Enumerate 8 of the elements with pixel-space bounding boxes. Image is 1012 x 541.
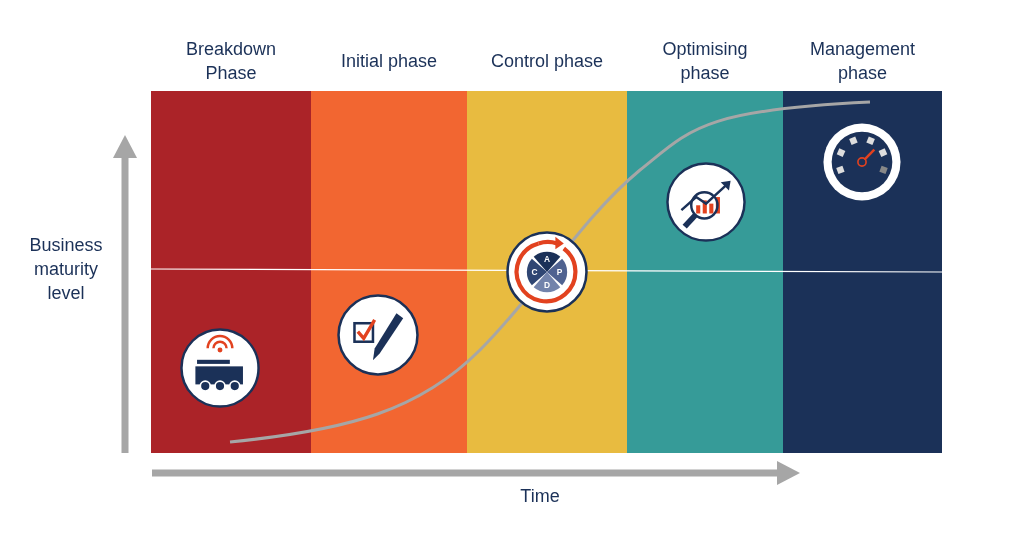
phase-heading: Breakdown Phase: [184, 38, 278, 85]
axis-label: Time: [519, 485, 561, 508]
phase-heading: Control phase: [490, 50, 604, 73]
plan-do-check-act-cycle-icon: A C P D: [505, 230, 589, 314]
axis-label: Business maturity level: [28, 234, 104, 305]
phase-heading: Optimising phase: [661, 38, 749, 85]
phase-heading: Management phase: [808, 38, 917, 85]
phase-heading: Initial phase: [340, 50, 438, 73]
